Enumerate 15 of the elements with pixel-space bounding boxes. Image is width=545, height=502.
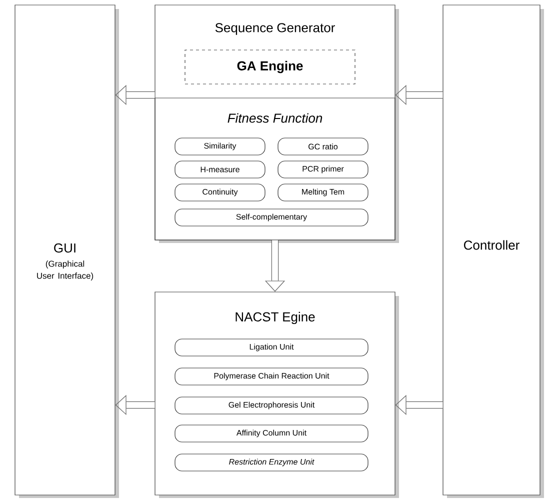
unit-pill: Ligation Unit xyxy=(174,338,368,356)
unit-pill: Self-complementary xyxy=(174,208,368,226)
module-box: Controller xyxy=(442,4,544,498)
module-box: GUI (Graphical User Interface) xyxy=(14,4,119,498)
unit-pill: Continuity xyxy=(174,184,266,202)
unit-pill: PCR primer xyxy=(278,160,368,178)
unit-pill: Restriction Enzyme Unit xyxy=(174,454,368,472)
unit-pill: Affinity Column Unit xyxy=(174,424,368,442)
unit-pill: Gel Electrophoresis Unit xyxy=(174,396,368,414)
unit-pill: Melting Tem xyxy=(278,184,368,202)
unit-pill: H-measure xyxy=(174,160,266,178)
unit-pill: Similarity xyxy=(174,138,266,156)
unit-pill: GC ratio xyxy=(278,138,368,156)
engine-box: GA Engine xyxy=(184,50,356,84)
unit-pill: Polymerase Chain Reaction Unit xyxy=(174,368,368,386)
